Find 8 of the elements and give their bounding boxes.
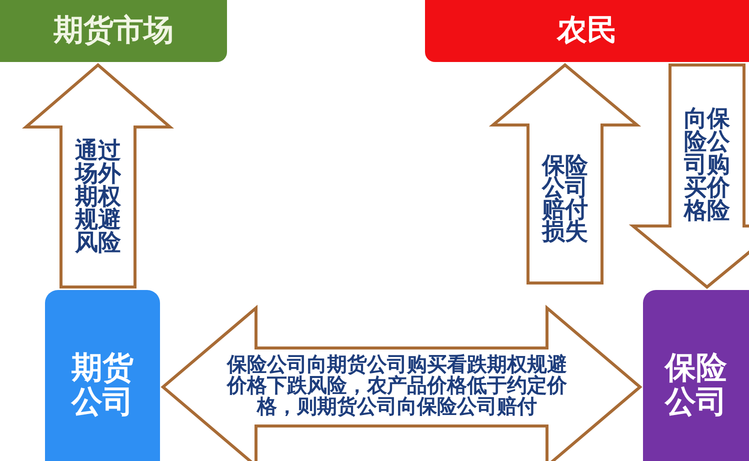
entity-box: 期货公司 <box>45 290 160 461</box>
edge-label: 保险公司向期货公司购买看跌期权规避价格下跌风险，农产品价格低于约定价格，则期货公司向保险公司赔付 <box>225 354 569 417</box>
header-box: 期货市场 <box>0 0 227 62</box>
edge-label: 通过场外期权规避风险 <box>73 140 123 255</box>
edge-label: 向保险公司购买价格险 <box>682 108 732 223</box>
entity-box: 保险公司 <box>643 290 749 461</box>
edge-label: 保险公司赔付损失 <box>540 155 590 243</box>
header-box: 农民 <box>425 0 749 62</box>
